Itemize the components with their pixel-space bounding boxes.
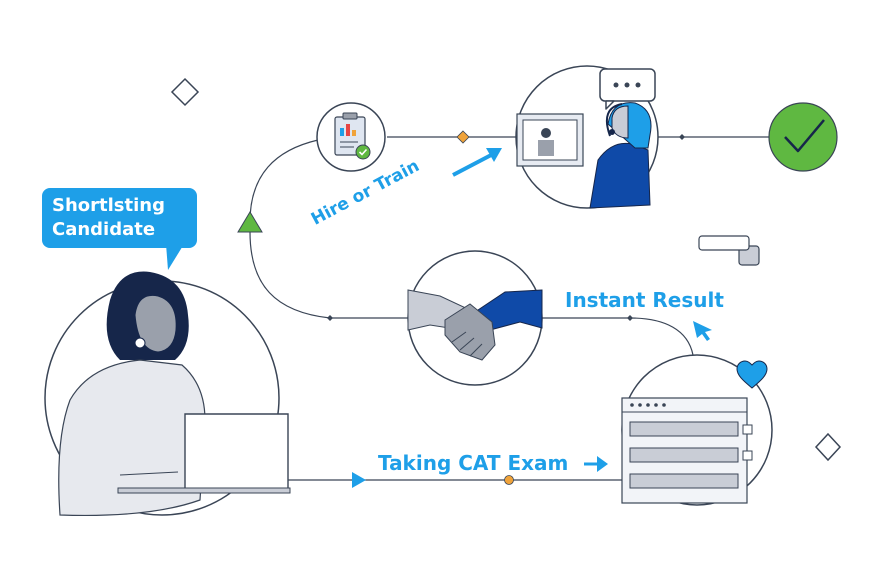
small-diamond-marker-icon [627, 315, 633, 321]
diamond-marker-icon [456, 130, 470, 144]
card-stack-icon [698, 235, 760, 266]
flow-lines [249, 136, 770, 481]
shortlisting-label: Shortlsting Candidate [52, 194, 165, 242]
handshake-icon [407, 250, 543, 386]
flow-line-down [249, 231, 408, 319]
taking-exam-label: Taking CAT Exam [378, 451, 569, 475]
chat-bubble-icon [599, 68, 656, 110]
person-laptop-icon [44, 271, 291, 517]
exam-form-icon [621, 354, 773, 506]
diamond-icon [170, 77, 200, 107]
play-marker-icon [352, 472, 366, 488]
shortlisting-label-line1: Shortlsting [52, 195, 165, 216]
flow-line-to-form [629, 317, 694, 356]
cursor-icon [693, 321, 712, 341]
clipboard-chart-icon [316, 102, 386, 172]
dot-marker [504, 475, 514, 485]
instant-result-label: Instant Result [565, 288, 724, 312]
checkmark-icon [768, 102, 838, 172]
triangle-marker-icon [237, 211, 263, 233]
small-diamond-marker-icon [327, 315, 333, 321]
arrow-icon [452, 148, 502, 177]
small-diamond-marker-icon [679, 134, 685, 140]
heart-icon [736, 360, 768, 389]
exam-arrow-icon [584, 456, 608, 472]
shortlisting-label-line2: Candidate [52, 219, 156, 240]
diamond-icon [814, 432, 842, 462]
bubble-tail [166, 244, 184, 270]
flow-line-up [249, 139, 319, 223]
shortlisting-bubble: Shortlsting Candidate [42, 188, 197, 248]
